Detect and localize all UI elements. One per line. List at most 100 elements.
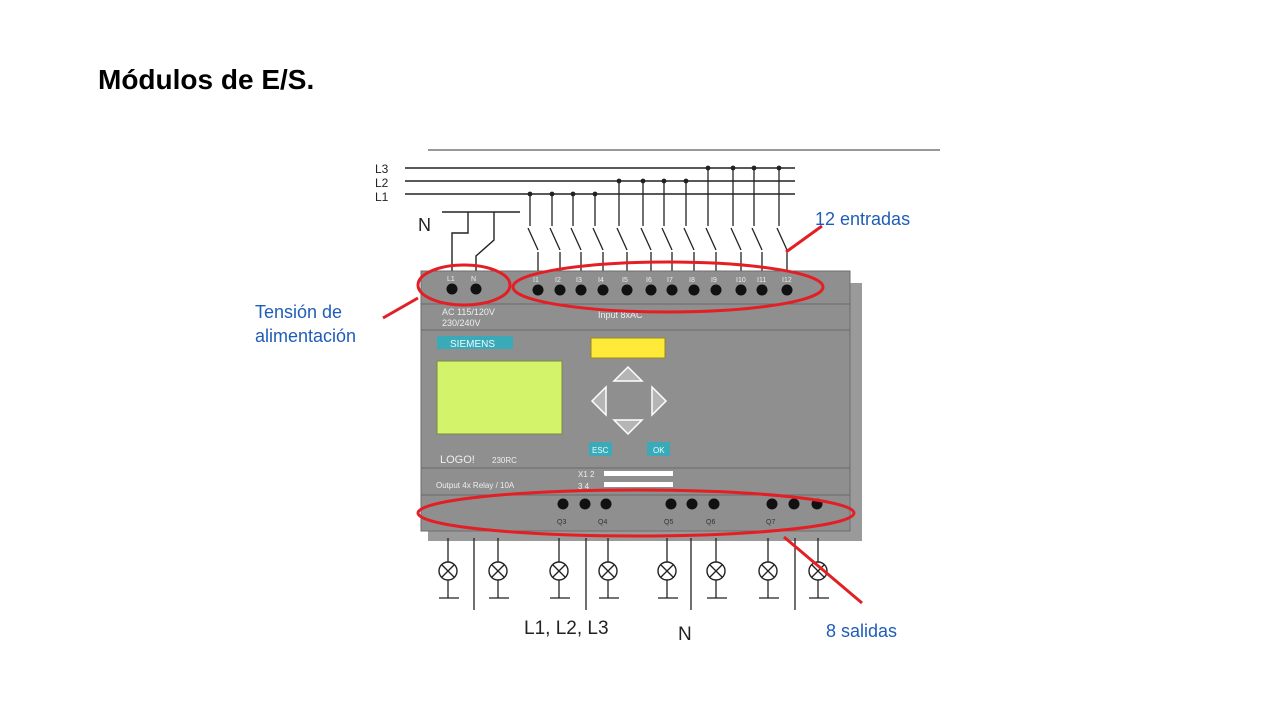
switch-contact	[730, 227, 742, 251]
terminal-label: I4	[598, 277, 604, 284]
terminal-dot	[575, 284, 587, 296]
terminal-dot	[781, 284, 793, 296]
bus-junction-dot	[776, 165, 782, 171]
terminal-label: I6	[646, 277, 652, 284]
bus-junction-dot	[661, 178, 667, 184]
switch-contact	[640, 227, 652, 251]
bottom-neutral-label: N	[678, 624, 692, 645]
terminal-label: I5	[622, 277, 628, 284]
key-down-icon	[612, 419, 644, 436]
lamp-cross	[441, 564, 455, 578]
switch-contact	[616, 227, 628, 251]
terminal-label: I10	[736, 277, 746, 284]
terminal-label: I2	[555, 277, 561, 284]
pin-label-1: X1 2	[578, 470, 595, 479]
lamp-cross	[761, 564, 775, 578]
highlight-supply	[416, 263, 512, 307]
highlight-outputs	[416, 488, 856, 538]
terminal-dot	[708, 498, 720, 510]
terminal-dot	[645, 284, 657, 296]
label-l3: L3	[375, 162, 389, 176]
terminal-dot	[532, 284, 544, 296]
terminal-dot	[597, 284, 609, 296]
pointer-outputs	[783, 535, 863, 605]
terminal-label: N	[471, 276, 476, 283]
switch-contact	[527, 227, 539, 251]
inputs-annotation: 12 entradas	[815, 209, 910, 229]
terminal-label: Q6	[706, 519, 715, 526]
terminal-dot	[470, 283, 482, 295]
pin-label-2: 3 4	[578, 482, 590, 491]
terminal-label: I12	[782, 277, 792, 284]
pointer-supply	[382, 296, 419, 320]
terminal-dot	[788, 498, 800, 510]
terminal-dot	[756, 284, 768, 296]
terminal-label: I1	[533, 277, 539, 284]
bus-junction-dot	[549, 191, 555, 197]
terminal-label: I9	[711, 277, 717, 284]
terminal-dot	[688, 284, 700, 296]
supply-annotation-line-2: alimentación	[255, 326, 356, 346]
bottom-phase-label: L1, L2, L3	[524, 618, 609, 639]
lcd-display	[436, 360, 563, 435]
terminal-label: Q4	[598, 519, 607, 526]
output-label: Output 4x Relay / 10A	[436, 481, 515, 490]
output-indicator-1	[604, 471, 673, 476]
terminal-dot	[666, 284, 678, 296]
terminal-dot	[766, 498, 778, 510]
lamp-cross	[811, 564, 825, 578]
bus-junction-dot	[570, 191, 576, 197]
input-label: Input 8xAC	[598, 310, 643, 320]
key-left-icon	[590, 385, 607, 417]
label-l2: L2	[375, 176, 389, 190]
switch-contact	[661, 227, 673, 251]
terminal-dot	[665, 498, 677, 510]
highlight-inputs	[511, 260, 825, 314]
esc-key	[589, 442, 612, 456]
lamp-cross	[552, 564, 566, 578]
label-l1: L1	[375, 190, 389, 204]
switch-contact	[776, 227, 788, 251]
bus-junction-dot	[730, 165, 736, 171]
output-wiring	[438, 538, 829, 610]
ok-label: OK	[653, 446, 665, 455]
pointer-inputs	[785, 224, 823, 254]
outputs-annotation: 8 salidas	[826, 621, 897, 641]
terminal-dot	[686, 498, 698, 510]
model-label: LOGO!	[440, 454, 475, 466]
terminal-dot	[735, 284, 747, 296]
lamp-cross	[491, 564, 505, 578]
variant-label: 230RC	[492, 456, 517, 465]
bus-junction-dot	[592, 191, 598, 197]
switch-contact	[683, 227, 695, 251]
lamp-cross	[601, 564, 615, 578]
terminal-dot	[557, 498, 569, 510]
bus-junction-dot	[640, 178, 646, 184]
output-indicator-2	[604, 482, 673, 487]
switch-contact	[592, 227, 604, 251]
terminal-label: I11	[757, 277, 766, 284]
terminal-dot	[446, 283, 458, 295]
brand-label: SIEMENS	[450, 339, 495, 350]
bus-junction-dot	[683, 178, 689, 184]
bus-junction-dot	[616, 178, 622, 184]
brand-plate	[437, 336, 513, 349]
power-terminals: L1 N	[446, 276, 482, 295]
label-neutral-top: N	[418, 215, 431, 235]
key-right-icon	[651, 385, 668, 417]
supply-rating-2: 230/240V	[442, 318, 481, 328]
terminal-dot	[579, 498, 591, 510]
terminal-label: I8	[689, 277, 695, 284]
terminal-dot	[554, 284, 566, 296]
esc-label: ESC	[592, 446, 609, 455]
slide-title: Módulos de E/S.	[98, 64, 315, 95]
bus-junction-dot	[705, 165, 711, 171]
terminal-label: L1	[447, 276, 455, 283]
terminal-label: Q5	[664, 519, 673, 526]
neutral-wire-2	[451, 212, 469, 285]
ok-key	[647, 442, 670, 456]
terminal-dot	[710, 284, 722, 296]
status-window	[590, 337, 666, 359]
